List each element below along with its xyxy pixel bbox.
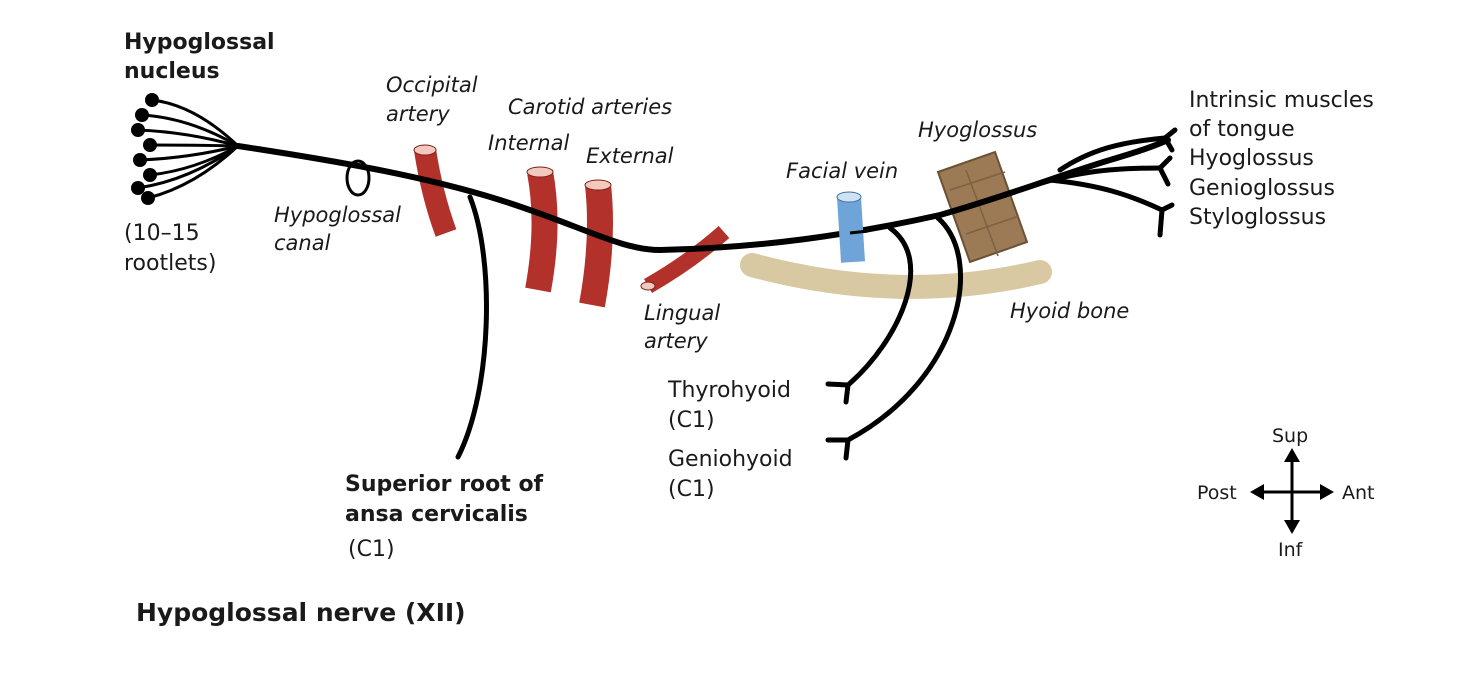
nucleus-cell-bodies [131,93,159,205]
geniohyoid-label-line2: (C1) [668,477,715,502]
thyrohyoid-label-line2: (C1) [668,408,715,433]
styloglossus-branch-label: Styloglossus [1189,205,1327,230]
internal-carotid-artery-shape [525,166,558,293]
internal-carotid-label: Internal [488,131,570,155]
hypoglossal-canal-label-line2: canal [274,231,331,255]
facial-vein-label: Facial vein [786,159,899,183]
intrinsic-muscles-label-line2: of tongue [1189,117,1295,142]
hyoid-bone-shape [740,253,1052,299]
thyrohyoid-label: Thyrohyoid [668,378,791,403]
genioglossus-branch-label: Genioglossus [1189,176,1335,201]
hypoglossal-canal-label: Hypoglossal [274,203,401,227]
occipital-artery-label-line2: artery [386,102,450,126]
hyoglossus-muscle-shape [936,150,1029,264]
hypoglossal-nerve-trunk [235,137,1171,254]
thyrohyoid-branch [825,225,914,405]
lingual-artery-shape [640,226,730,293]
hyoid-bone-label: Hyoid bone [1010,299,1130,323]
rootlets-label: (10–15 [124,221,200,246]
superior-root-label: Superior root of [345,472,544,497]
orientation-compass [1250,448,1334,534]
carotid-arteries-label: Carotid arteries [508,95,673,119]
superior-root-label-line2: ansa cervicalis [345,502,528,527]
external-carotid-artery-shape [579,179,613,308]
external-carotid-label: External [586,144,674,168]
superior-root-ansa-cervicalis [455,194,489,460]
compass-ant-label: Ant [1342,482,1375,504]
occipital-artery-label: Occipital [386,73,478,97]
compass-sup-label: Sup [1272,425,1309,447]
lingual-artery-label: Lingual [644,301,721,325]
compass-post-label: Post [1197,482,1237,504]
tongue-muscle-branches [1017,127,1178,238]
occipital-artery-shape [413,144,457,237]
hypoglossal-canal-ring [345,159,371,197]
compass-inf-label: Inf [1278,539,1303,561]
superior-root-label-line3: (C1) [348,537,395,562]
geniohyoid-branch [825,215,963,461]
facial-vein-shape [836,191,865,263]
intrinsic-muscles-label: Intrinsic muscles [1189,88,1374,113]
hypoglossal-nucleus-label-line2: nucleus [124,59,220,84]
rootlets-label-line2: rootlets) [124,251,217,276]
nerve-rootlets [137,98,240,200]
figure-title: Hypoglossal nerve (XII) [136,598,466,627]
hypoglossal-nucleus-label: Hypoglossal [124,30,275,55]
lingual-artery-label-line2: artery [644,329,708,353]
geniohyoid-label: Geniohyoid [668,447,793,472]
hyoglossus-branch-label: Hyoglossus [1189,146,1314,171]
hyoglossus-muscle-label: Hyoglossus [918,118,1038,142]
